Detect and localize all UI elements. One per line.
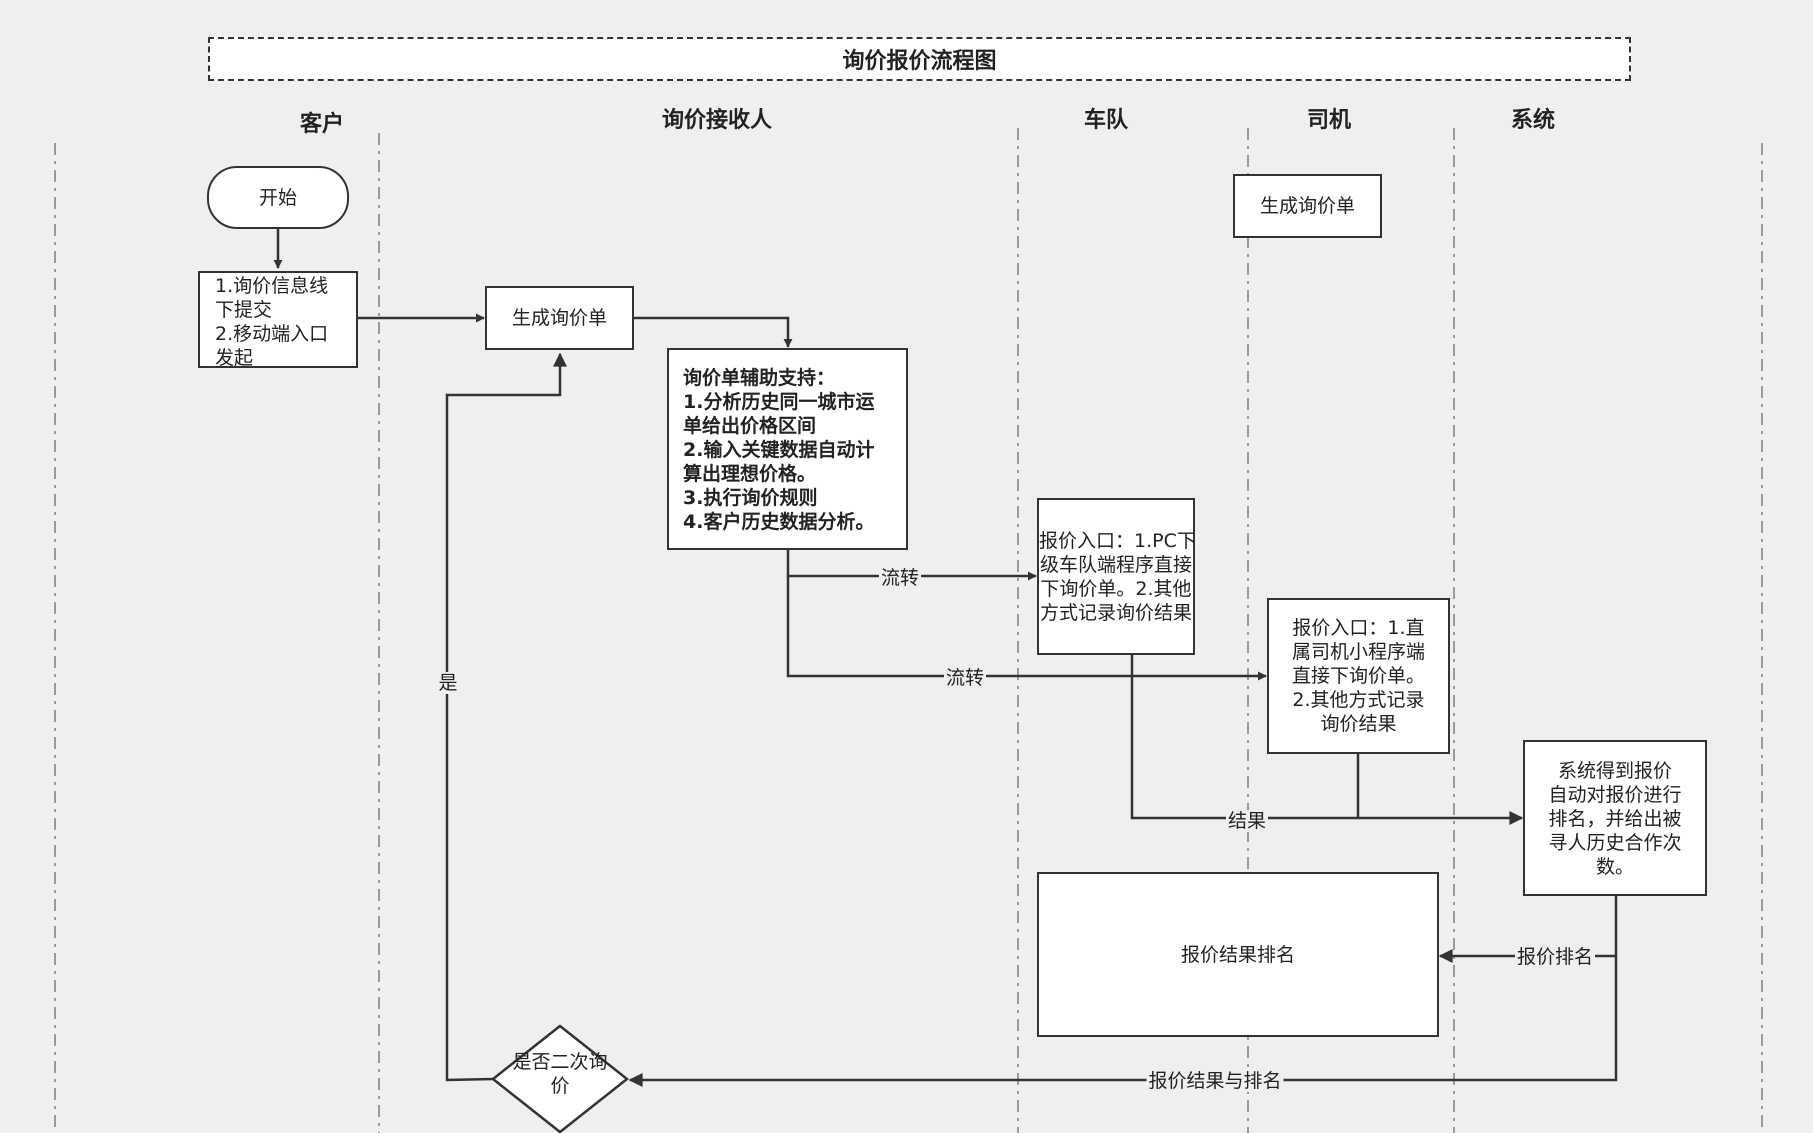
system-rank-node: 系统得到报价 自动对报价进行 排名，并给出被 寻人历史合作次 数。 [1523,740,1707,896]
edge-label-result-rank: 报价结果与排名 [1146,1070,1284,1092]
start-node-label: 开始 [258,186,297,209]
lane-title-system: 系统 [1510,108,1556,133]
decision-line-2: 价 [550,1075,570,1097]
fleet-quote-line-2: 级车队端程序直接 [1039,554,1192,576]
lane-title-driver: 司机 [1306,108,1352,133]
driver-quote-line-3: 直接下询价单。 [1291,665,1425,687]
support-line-5: 算出理想价格。 [683,463,817,485]
ranking-result-node: 报价结果排名 [1037,872,1439,1037]
ranking-result-label: 报价结果排名 [1180,943,1295,966]
fleet-quote-line-3: 下询价单。2.其他 [1040,578,1192,600]
edge-label-yes: 是 [436,672,460,694]
driver-quote-line-2: 属司机小程序端 [1291,641,1425,663]
system-rank-line-3: 排名，并给出被 [1548,808,1682,830]
generate-inquiry-node-driver: 生成询价单 [1233,174,1382,238]
driver-quote-line-5: 询价结果 [1320,713,1397,735]
start-node: 开始 [207,166,349,229]
fleet-quote-node: 报价入口：1.PC下 级车队端程序直接 下询价单。2.其他 方式记录询价结果 [1037,498,1196,655]
connector-generate-support [634,316,793,348]
connector-decision-generate [445,352,567,1082]
submit-node-line-2: 下提交 [215,299,273,321]
diagram-title-text: 询价报价流程图 [842,49,997,74]
submit-node: 1.询价信息线 下提交 2.移动端入口 发起 [198,271,358,368]
connector-system-decision [628,956,1618,1087]
decision-diamond-shape [490,1024,630,1133]
driver-quote-line-4: 2.其他方式记录 [1292,689,1425,711]
support-line-1: 询价单辅助支持： [683,367,836,389]
fleet-quote-line-4: 方式记录询价结果 [1039,602,1192,624]
generate-inquiry-label: 生成询价单 [511,307,607,329]
edge-label-rank: 报价排名 [1514,946,1596,968]
submit-node-line-3: 2.移动端入口 [215,323,329,345]
lane-title-receiver: 询价接收人 [661,108,773,133]
support-line-2: 1.分析历史同一城市运 [683,391,875,413]
submit-node-line-1: 1.询价信息线 [215,275,329,297]
diagram-title: 询价报价流程图 [208,37,1631,81]
system-rank-line-1: 系统得到报价 [1557,760,1672,782]
edge-label-flow-driver: 流转 [943,667,987,689]
edge-label-flow-fleet: 流转 [878,567,922,589]
submit-node-line-4: 发起 [215,347,254,368]
inquiry-support-node: 询价单辅助支持： 1.分析历史同一城市运 单给出价格区间 2.输入关键数据自动计… [667,348,908,550]
support-line-7: 4.客户历史数据分析。 [683,511,875,533]
connector-fleet-system [1130,655,1524,825]
support-line-4: 2.输入关键数据自动计 [683,439,875,461]
edge-label-result: 结果 [1225,810,1269,832]
system-rank-line-5: 数。 [1595,856,1634,878]
generate-inquiry-node: 生成询价单 [485,286,634,350]
generate-inquiry-driver-label: 生成询价单 [1259,195,1355,217]
lane-title-fleet: 车队 [1083,108,1129,133]
support-line-6: 3.执行询价规则 [683,487,818,509]
system-rank-line-2: 自动对报价进行 [1548,784,1682,806]
decision-line-1: 是否二次询 [512,1051,608,1073]
support-line-3: 单给出价格区间 [683,415,817,437]
fleet-quote-line-1: 报价入口：1.PC下 [1039,530,1196,552]
system-rank-line-4: 寻人历史合作次 [1548,832,1682,854]
connector-support-driver [786,576,1267,681]
lane-title-customer: 客户 [299,112,345,137]
decision-node-label: 是否二次询 价 [500,1050,620,1098]
driver-quote-line-1: 报价入口：1.直 [1292,617,1425,639]
driver-quote-node: 报价入口：1.直 属司机小程序端 直接下询价单。 2.其他方式记录 询价结果 [1267,598,1450,754]
